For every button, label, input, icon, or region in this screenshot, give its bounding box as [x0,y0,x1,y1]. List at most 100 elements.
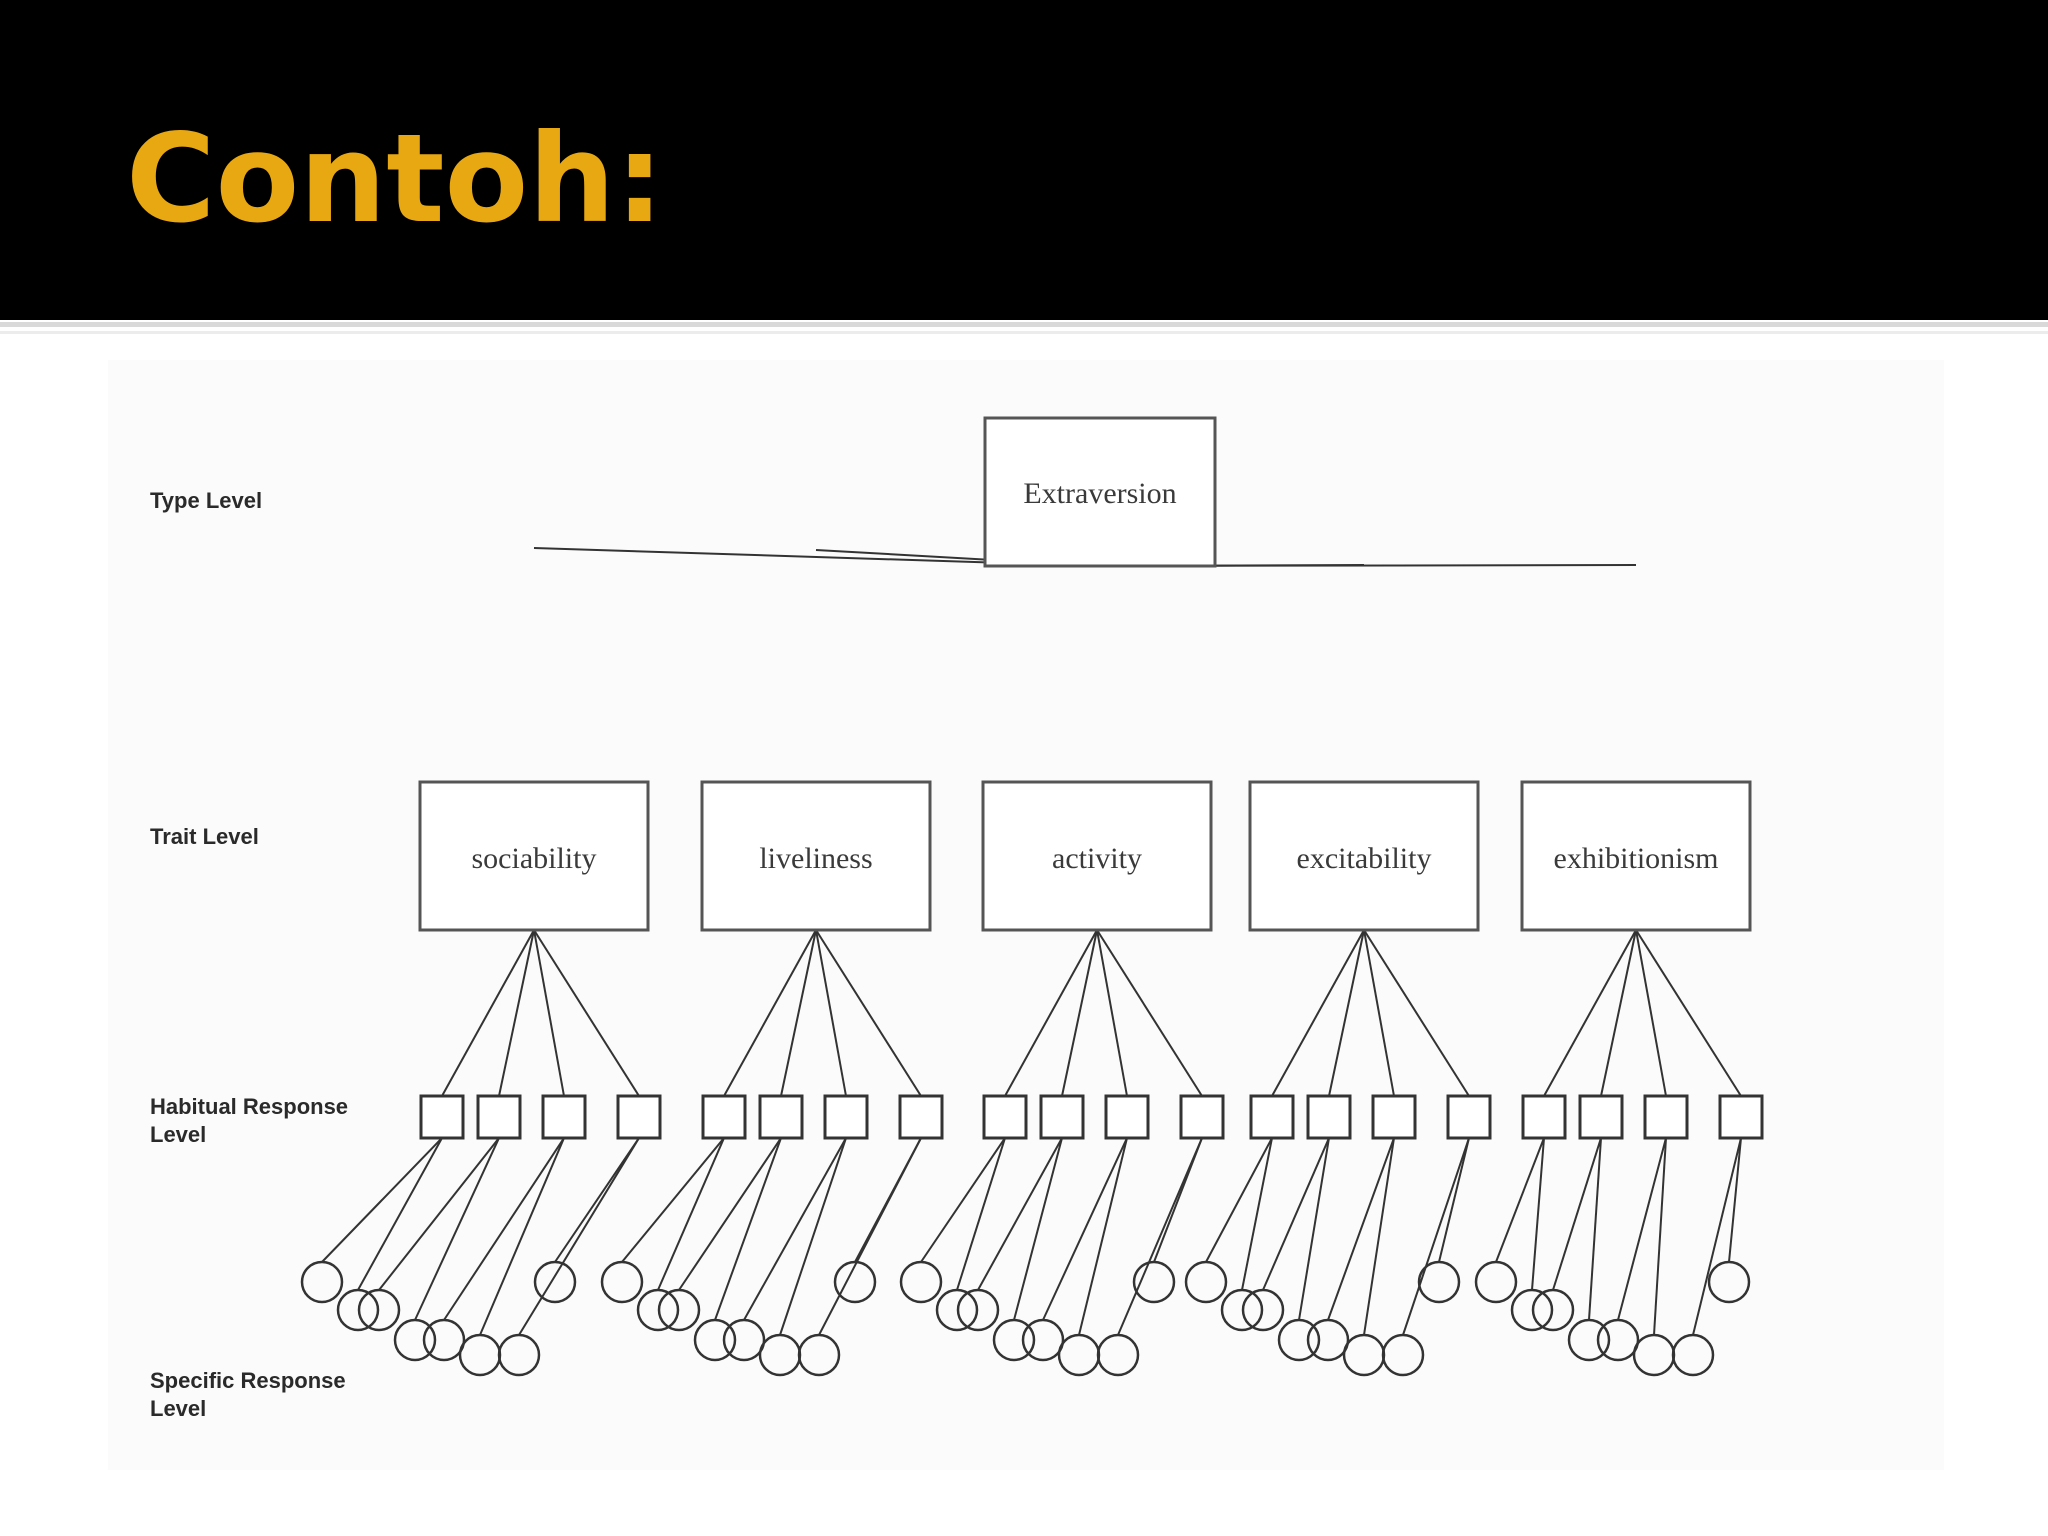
edge-trait-to-habitual [1096,929,1128,1097]
slide-title: Contoh: [126,108,664,250]
specific-level-label-line2: Level [150,1396,206,1421]
specific-response-node [1707,1260,1751,1304]
specific-response-node [1531,1288,1575,1332]
edge-habitual-to-specific [443,1137,565,1321]
trait-node-label: sociability [472,842,597,875]
edge-habitual-to-specific [1588,1137,1602,1321]
edge-trait-to-habitual [1363,929,1395,1097]
specific-response-node [336,1288,380,1332]
edge-trait-to-habitual [723,929,817,1097]
edge-trait-to-habitual [1096,929,1203,1097]
edge-habitual-to-specific [1363,1137,1395,1336]
specific-response-node [797,1333,841,1377]
habitual-level-label-line2: Level [150,1122,206,1147]
specific-response-node [899,1260,943,1304]
edge-habitual-to-specific [479,1137,565,1336]
habitual-response-node [1039,1094,1085,1140]
specific-response-node [1096,1333,1140,1377]
edge-trait-to-habitual [780,929,817,1097]
edge-habitual-to-specific [1153,1137,1203,1263]
specific-response-node [1306,1318,1350,1362]
habitual-response-node [1521,1094,1567,1140]
type-node-label: Extraversion [1023,477,1176,510]
specific-response-node [956,1288,1000,1332]
trait-node-box [418,780,650,932]
specific-response-node [1220,1288,1264,1332]
edge-habitual-to-specific [1495,1137,1545,1263]
edge-habitual-to-specific [1042,1137,1128,1321]
edge-habitual-to-specific [621,1137,725,1263]
habitual-response-node [419,1094,465,1140]
diagram-edges [321,547,1742,1336]
edge-habitual-to-specific [1692,1137,1742,1336]
edge-habitual-to-specific [657,1137,725,1291]
edge-habitual-to-specific [1078,1137,1128,1336]
specific-response-node [1632,1333,1676,1377]
specific-response-node [1417,1260,1461,1304]
edge-habitual-to-specific [1402,1137,1470,1336]
trait-node-box [700,780,932,932]
specific-response-node [1132,1260,1176,1304]
specific-response-node [1241,1288,1285,1332]
edge-habitual-to-specific [1298,1137,1330,1321]
habitual-response-node [1643,1094,1689,1140]
edge-trait-to-habitual [533,929,640,1097]
edge-habitual-to-specific [678,1137,782,1291]
edge-habitual-to-specific [779,1137,847,1336]
type-node-box [983,416,1217,568]
trait-node-box [1248,780,1480,932]
edge-trait-to-habitual [441,929,535,1097]
habitual-response-node [616,1094,662,1140]
edge-habitual-to-specific [1552,1137,1602,1291]
specific-response-node [1474,1260,1518,1304]
specific-response-node [533,1260,577,1304]
type-level-label: Type Level [150,488,262,513]
edge-habitual-to-specific [357,1137,443,1291]
edge-habitual-to-specific [854,1137,922,1263]
habitual-response-nodes [419,1094,1764,1140]
specific-response-node [693,1318,737,1362]
habitual-response-node [823,1094,869,1140]
specific-response-node [1057,1333,1101,1377]
header-divider-secondary [0,331,2048,334]
edge-trait-to-habitual [533,929,565,1097]
specific-response-node [600,1260,644,1304]
specific-response-node [657,1288,701,1332]
edge-trait-to-habitual [1543,929,1637,1097]
habitual-response-node [1306,1094,1352,1140]
specific-level-label-line1: Specific Response [150,1368,346,1393]
habitual-response-node [476,1094,522,1140]
habitual-response-node [1578,1094,1624,1140]
edge-habitual-to-specific [378,1137,500,1291]
habitual-response-node [701,1094,747,1140]
edge-trait-to-habitual [815,929,847,1097]
edge-habitual-to-specific [1653,1137,1667,1336]
habitual-response-node [982,1094,1028,1140]
edge-habitual-to-specific [414,1137,500,1321]
habitual-response-node [1446,1094,1492,1140]
specific-response-node [1567,1318,1611,1362]
habitual-response-node [758,1094,804,1140]
edge-habitual-to-specific [956,1137,1006,1291]
edge-habitual-to-specific [714,1137,782,1321]
type-node: Extraversion [983,416,1217,568]
specific-response-node [1510,1288,1554,1332]
edge-habitual-to-specific [518,1137,640,1336]
edge-habitual-to-specific [977,1137,1063,1291]
habitual-level-label-line1: Habitual Response [150,1094,348,1119]
edge-habitual-to-specific [1728,1137,1742,1263]
habitual-response-node [1249,1094,1295,1140]
specific-response-node [833,1260,877,1304]
specific-response-node [458,1333,502,1377]
edge-habitual-to-specific [1531,1137,1545,1291]
habitual-response-node [1179,1094,1225,1140]
trait-node-label: liveliness [759,842,872,875]
trait-level-label: Trait Level [150,824,259,849]
edge-habitual-to-specific [554,1137,640,1263]
edge-habitual-to-specific [920,1137,1006,1263]
specific-response-node [992,1318,1036,1362]
edge-habitual-to-specific [1438,1137,1470,1263]
edge-trait-to-habitual [1363,929,1470,1097]
edge-habitual-to-specific [1205,1137,1273,1263]
